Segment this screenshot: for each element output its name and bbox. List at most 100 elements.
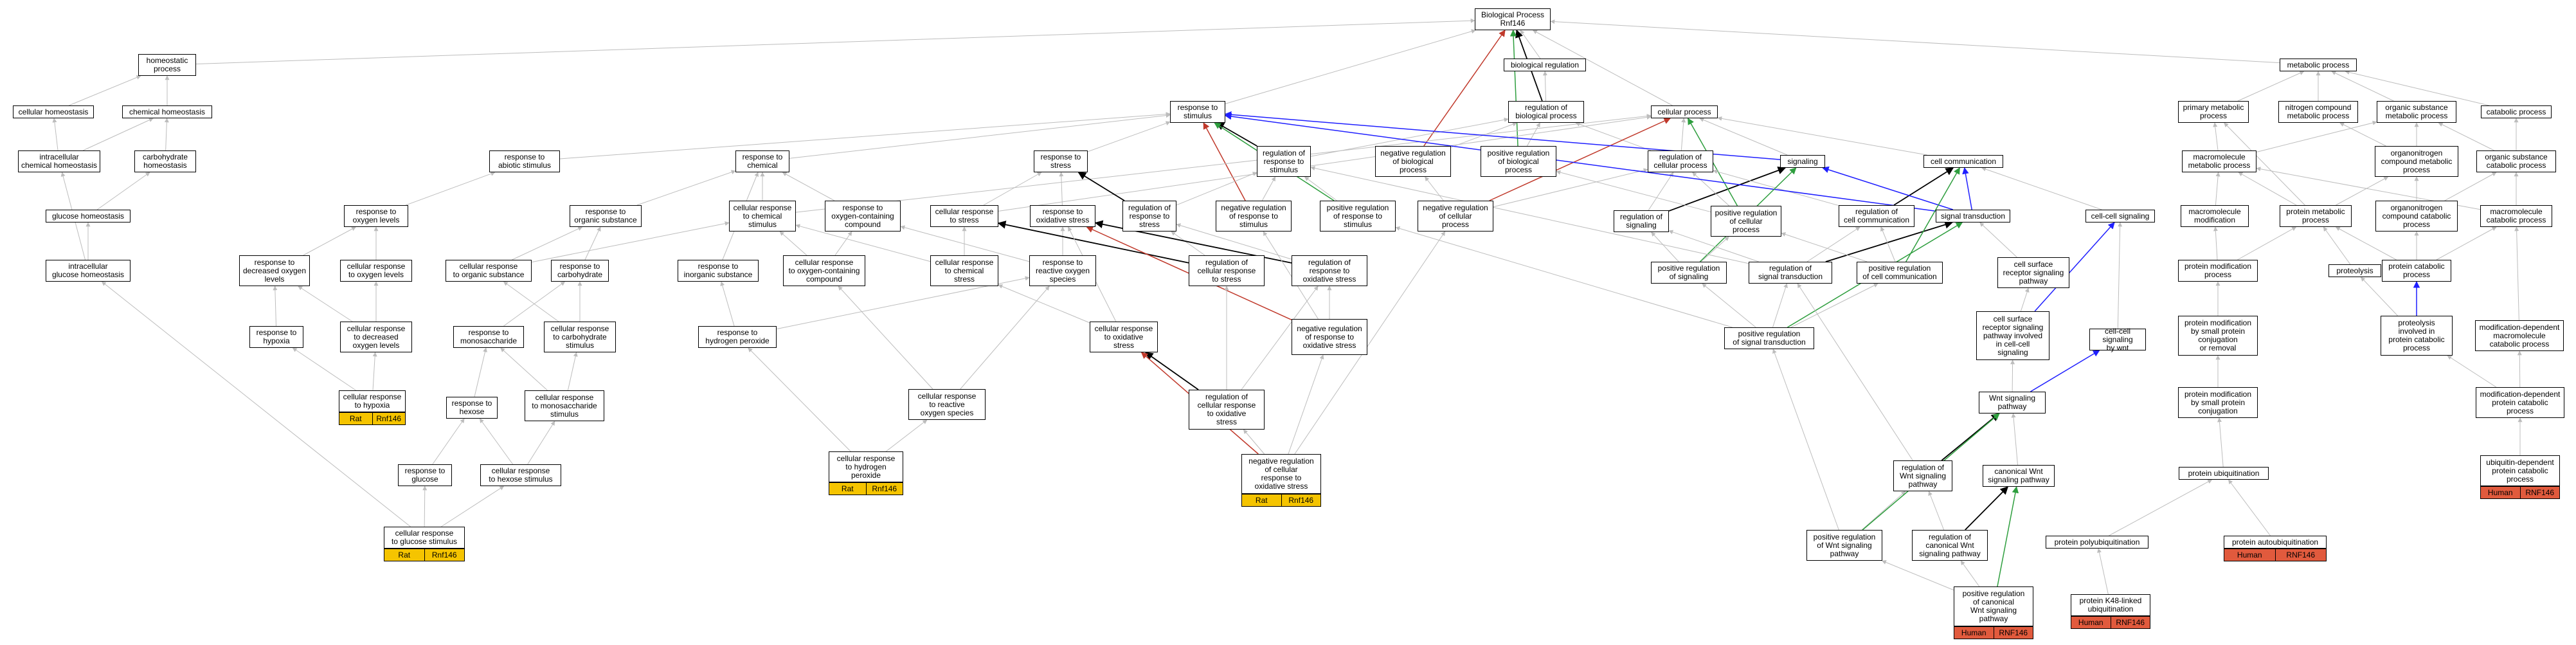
go-term-posregst[interactable]: positive regulation of signal transducti…: [1724, 327, 1814, 349]
go-term-csrsp[interactable]: cell surface receptor signaling pathway: [1997, 257, 2069, 288]
go-term-regcanwnt[interactable]: regulation of canonical Wnt signaling pa…: [1912, 530, 1988, 561]
go-term-crh2o2[interactable]: cellular response to hydrogen peroxide: [829, 451, 903, 482]
go-term-crchem[interactable]: cellular response to chemical stimulus: [729, 201, 796, 232]
go-term-maccat[interactable]: macromolecule catabolic process: [2480, 205, 2552, 227]
go-term-crhexose[interactable]: cellular response to hexose stimulus: [480, 464, 561, 486]
go-term-regcp[interactable]: regulation of cellular process: [1648, 150, 1713, 172]
go-term-rdecox[interactable]: response to decreased oxygen levels: [239, 255, 310, 286]
go-term-roxlev[interactable]: response to oxygen levels: [344, 205, 408, 227]
go-term-crhypoxia[interactable]: cellular response to hypoxia: [339, 390, 406, 412]
go-term-protmet[interactable]: protein metabolic process: [2280, 205, 2352, 227]
go-term-posregcp[interactable]: positive regulation of cellular process: [1711, 206, 1781, 237]
go-term-ncmet[interactable]: nitrogen compound metabolic process: [2278, 101, 2358, 123]
go-term-rh2o2[interactable]: response to hydrogen peroxide: [698, 326, 777, 348]
go-term-crstress[interactable]: cellular response to stress: [930, 205, 998, 227]
go-term-croxstress[interactable]: cellular response to oxidative stress: [1090, 322, 1158, 352]
go-term-regwnt[interactable]: regulation of Wnt signaling pathway: [1893, 460, 1952, 491]
go-term-crmono[interactable]: cellular response to monosaccharide stim…: [525, 390, 604, 421]
go-term-rros[interactable]: response to reactive oxygen species: [1029, 255, 1096, 286]
go-term-pmspc[interactable]: protein modification by small protein co…: [2178, 316, 2258, 356]
go-term-crchemstress[interactable]: cellular response to chemical stress: [930, 255, 998, 286]
go-term-posregbp[interactable]: positive regulation of biological proces…: [1481, 146, 1556, 177]
go-term-negregroxs[interactable]: negative regulation of response to oxida…: [1292, 319, 1367, 355]
go-term-canwnt[interactable]: canonical Wnt signaling pathway: [1983, 465, 2055, 487]
go-term-roxstr[interactable]: response to oxidative stress: [1030, 205, 1095, 227]
go-term-sigtrans[interactable]: signal transduction: [1936, 210, 2010, 223]
go-term-protpoly[interactable]: protein polyubiquitination: [2046, 536, 2148, 549]
go-term-propcat[interactable]: proteolysis involved in protein cataboli…: [2381, 316, 2453, 356]
go-term-bp[interactable]: Biological Process Rnf146: [1475, 8, 1551, 30]
go-term-protcat[interactable]: protein catabolic process: [2382, 260, 2451, 282]
go-term-oscat[interactable]: organic substance catabolic process: [2476, 150, 2556, 172]
go-term-primmet[interactable]: primary metabolic process: [2178, 101, 2249, 123]
go-term-crdecox[interactable]: cellular response to decreased oxygen le…: [340, 322, 412, 352]
go-term-posregsig[interactable]: positive regulation of signaling: [1651, 262, 1727, 284]
go-term-crglucose[interactable]: cellular response to glucose stimulus: [384, 527, 465, 549]
go-term-rcarb[interactable]: response to carbohydrate: [551, 260, 609, 282]
go-term-negregrs[interactable]: negative regulation of response to stimu…: [1216, 201, 1292, 232]
go-term-rhypoxia[interactable]: response to hypoxia: [249, 326, 303, 348]
go-term-cellcomm[interactable]: cell communication: [1923, 155, 2003, 168]
go-term-cellhomeo[interactable]: cellular homeostasis: [13, 105, 94, 118]
go-term-regbp[interactable]: regulation of biological process: [1508, 101, 1584, 123]
go-term-rorgs[interactable]: response to organic substance: [570, 205, 642, 227]
go-term-pmspconj[interactable]: protein modification by small protein co…: [2178, 387, 2258, 418]
go-term-catab[interactable]: catabolic process: [2481, 105, 2552, 118]
go-term-metab[interactable]: metabolic process: [2280, 59, 2357, 71]
go-term-proteolysis[interactable]: proteolysis: [2328, 264, 2381, 277]
go-term-osmet[interactable]: organic substance metabolic process: [2377, 101, 2456, 123]
go-term-rstress[interactable]: response to stress: [1034, 150, 1088, 172]
go-term-negregcp[interactable]: negative regulation of cellular process: [1418, 201, 1493, 232]
go-term-oncat[interactable]: organonitrogen compound catabolic proces…: [2375, 201, 2458, 232]
go-term-regsig[interactable]: regulation of signaling: [1614, 210, 1669, 232]
go-term-protmod[interactable]: protein modification process: [2178, 260, 2258, 282]
go-term-ccwnt[interactable]: cell-cell signaling by wnt: [2089, 327, 2146, 352]
go-term-protauto[interactable]: protein autoubiquitination: [2224, 536, 2327, 549]
go-term-moddepmac[interactable]: modification-dependent macromolecule cat…: [2475, 320, 2564, 351]
go-term-macmod[interactable]: macromolecule modification: [2181, 205, 2249, 227]
go-term-regsigtrans[interactable]: regulation of signal transduction: [1749, 262, 1832, 284]
go-term-posregcc[interactable]: positive regulation of cell communicatio…: [1857, 262, 1943, 284]
go-term-regroxstress[interactable]: regulation of response to oxidative stre…: [1292, 255, 1367, 286]
go-term-icchem[interactable]: intracellular chemical homeostasis: [18, 150, 100, 172]
go-term-signaling[interactable]: signaling: [1780, 155, 1825, 168]
go-term-chemhomeo[interactable]: chemical homeostasis: [122, 105, 212, 118]
go-term-rinorg[interactable]: response to inorganic substance: [678, 260, 759, 282]
go-term-negregbp[interactable]: negative regulation of biological proces…: [1375, 146, 1451, 177]
go-term-breg[interactable]: biological regulation: [1504, 59, 1586, 71]
go-term-crcarb[interactable]: cellular response to carbohydrate stimul…: [544, 322, 616, 352]
go-term-croxcc[interactable]: cellular response to oxygen-containing c…: [783, 255, 865, 286]
go-term-negregcroxs[interactable]: negative regulation of cellular response…: [1241, 454, 1321, 494]
go-term-moddepprot[interactable]: modification-dependent protein catabolic…: [2476, 387, 2564, 418]
go-term-carbhomeo[interactable]: carbohydrate homeostasis: [134, 150, 196, 172]
go-term-k48[interactable]: protein K48-linked ubiquitination: [2071, 594, 2150, 616]
go-term-roxcc[interactable]: response to oxygen-containing compound: [825, 201, 901, 232]
go-term-regcroxs[interactable]: regulation of cellular response to oxida…: [1189, 390, 1265, 430]
go-term-regcrstress[interactable]: regulation of cellular response to stres…: [1189, 255, 1265, 286]
go-term-protubiq[interactable]: protein ubiquitination: [2179, 467, 2269, 480]
go-term-rcs[interactable]: regulation of response to stimulus: [1257, 146, 1311, 177]
go-term-rchem[interactable]: response to chemical: [735, 150, 789, 172]
go-term-cpr[interactable]: cellular process: [1651, 105, 1718, 118]
go-term-crorg[interactable]: cellular response to organic substance: [446, 260, 532, 282]
go-term-rmono[interactable]: response to monosaccharide: [453, 326, 524, 348]
go-term-gluchomeo[interactable]: glucose homeostasis: [46, 210, 131, 223]
go-term-rabio[interactable]: response to abiotic stimulus: [489, 150, 560, 172]
go-term-macmet[interactable]: macromolecule metabolic process: [2182, 150, 2256, 172]
go-term-rhexose[interactable]: response to hexose: [446, 397, 498, 419]
go-term-icgluc[interactable]: intracellular glucose homeostasis: [46, 260, 131, 282]
go-term-rglucose[interactable]: response to glucose: [398, 464, 452, 486]
go-term-crox[interactable]: cellular response to oxygen levels: [340, 260, 412, 282]
go-term-onmet[interactable]: organonitrogen compound metabolic proces…: [2375, 146, 2458, 177]
go-term-ccsig[interactable]: cell-cell signaling: [2085, 210, 2155, 223]
go-term-regcellcomm[interactable]: regulation of cell communication: [1839, 205, 1914, 227]
go-term-homeo[interactable]: homeostatic process: [138, 54, 196, 76]
go-term-wnt[interactable]: Wnt signaling pathway: [1979, 392, 2046, 413]
go-term-csrspcc[interactable]: cell surface receptor signaling pathway …: [1976, 311, 2049, 360]
go-term-crros[interactable]: cellular response to reactive oxygen spe…: [908, 389, 986, 420]
go-term-ubdep[interactable]: ubiquitin-dependent protein catabolic pr…: [2480, 455, 2560, 486]
go-term-posregcanwnt[interactable]: positive regulation of canonical Wnt sig…: [1954, 586, 2033, 626]
go-term-regrstr[interactable]: regulation of response to stress: [1122, 201, 1176, 232]
go-term-posregwnt[interactable]: positive regulation of Wnt signaling pat…: [1806, 530, 1882, 561]
go-term-posregrs[interactable]: positive regulation of response to stimu…: [1320, 201, 1396, 232]
